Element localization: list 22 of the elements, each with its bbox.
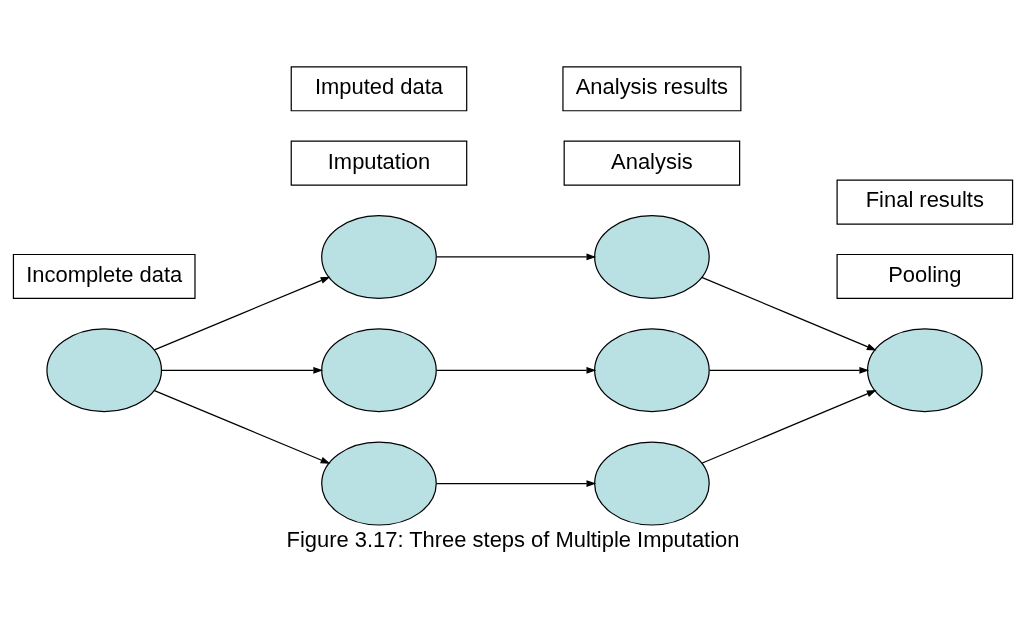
arrow	[435, 253, 597, 261]
node-ellipse	[594, 214, 710, 299]
arrow	[160, 366, 324, 374]
arrow	[435, 480, 597, 487]
node-ellipse	[321, 328, 437, 413]
arrow	[435, 366, 597, 374]
node-ellipse	[594, 328, 710, 413]
node-box: Imputed data	[290, 66, 468, 112]
arrow	[701, 276, 877, 351]
node-box: Final results	[836, 179, 1014, 225]
node-ellipse	[594, 441, 710, 526]
node-box: Analysis	[563, 140, 741, 186]
node-box: Pooling	[836, 253, 1014, 299]
node-box: Analysis results	[562, 66, 742, 112]
node-ellipse	[46, 328, 163, 413]
arrow	[153, 390, 331, 464]
node-box: Imputation	[290, 140, 468, 186]
arrow	[701, 389, 877, 464]
arrow	[708, 366, 870, 374]
caption: Figure 3.17: Three steps of Multiple Imputation	[286, 527, 740, 553]
arrow	[153, 276, 331, 351]
node-box: Incomplete data	[12, 253, 196, 299]
